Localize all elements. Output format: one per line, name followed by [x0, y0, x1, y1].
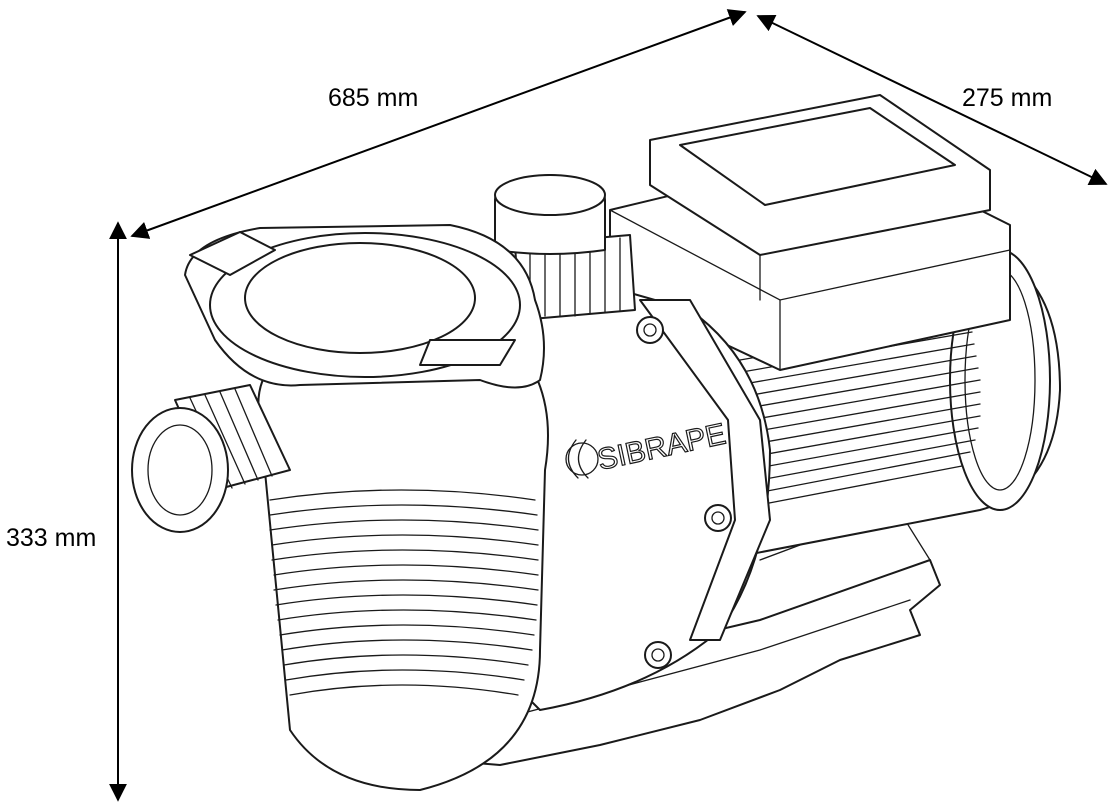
pump-illustration: SIBRAPE — [131, 94, 1061, 791]
width-dimension: 275 mm — [756, 14, 1108, 186]
strainer-pot — [257, 329, 549, 791]
width-dimension-arrow — [756, 14, 1108, 186]
suction-port — [131, 384, 291, 533]
terminal-box — [609, 94, 1011, 371]
length-dimension: 685 mm — [130, 9, 747, 239]
strainer-lid — [184, 224, 545, 389]
length-dimension-label: 685 mm — [328, 84, 418, 112]
discharge-port — [494, 174, 636, 321]
length-dimension-arrow — [130, 9, 747, 239]
height-dimension-label: 333 mm — [6, 524, 96, 552]
pump-housing — [469, 289, 771, 711]
height-dimension: 333 mm — [6, 221, 127, 802]
width-dimension-label: 275 mm — [962, 84, 1052, 112]
strainer-ribs — [269, 489, 539, 696]
